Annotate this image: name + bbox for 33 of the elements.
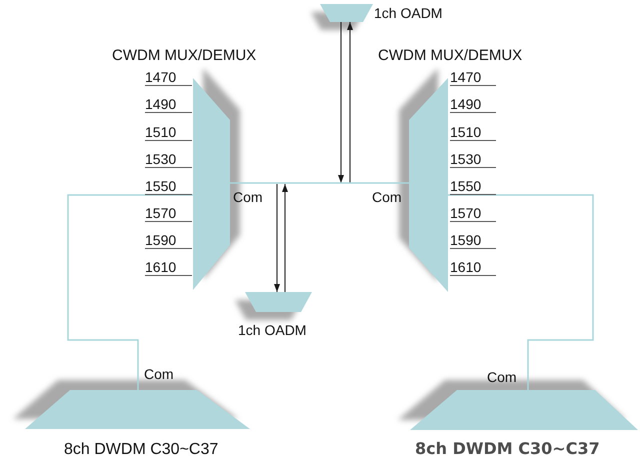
arrow bbox=[274, 184, 280, 292]
arrow bbox=[338, 22, 344, 184]
device-label: CWDM MUX/DEMUX bbox=[112, 47, 256, 65]
port-label: 1610 bbox=[450, 259, 496, 276]
arrow bbox=[347, 22, 353, 184]
fiber-line bbox=[67, 194, 193, 390]
port-label: 1570 bbox=[450, 205, 496, 222]
arrow bbox=[282, 184, 288, 292]
port-label: 1530 bbox=[450, 151, 496, 168]
port-label: Com bbox=[372, 189, 402, 205]
port-label: 1490 bbox=[450, 96, 496, 113]
port-label: 1610 bbox=[145, 259, 192, 276]
port-label: 1550 bbox=[145, 178, 192, 195]
port-label: 1470 bbox=[145, 69, 192, 86]
fiber-line bbox=[230, 182, 409, 184]
device-label: 8ch DWDM C30~C37 bbox=[415, 439, 600, 458]
device-label: 1ch OADM bbox=[238, 322, 306, 339]
device-label: 1ch OADM bbox=[374, 5, 442, 22]
fiber-line bbox=[448, 194, 594, 390]
port-label: 1510 bbox=[145, 124, 192, 141]
device-label: CWDM MUX/DEMUX bbox=[378, 47, 522, 65]
device-label: 8ch DWDM C30~C37 bbox=[64, 440, 218, 459]
port-label: 1550 bbox=[450, 178, 496, 195]
port-label: 1530 bbox=[145, 151, 192, 168]
port-label: 1570 bbox=[145, 205, 192, 222]
port-label: Com bbox=[233, 189, 263, 205]
port-label: Com bbox=[487, 369, 517, 385]
port-label: 1590 bbox=[450, 232, 496, 249]
port-label: 1510 bbox=[450, 124, 496, 141]
port-label: Com bbox=[144, 366, 174, 382]
port-label: 1470 bbox=[450, 69, 496, 86]
port-label: 1490 bbox=[145, 96, 192, 113]
port-label: 1590 bbox=[145, 232, 192, 249]
